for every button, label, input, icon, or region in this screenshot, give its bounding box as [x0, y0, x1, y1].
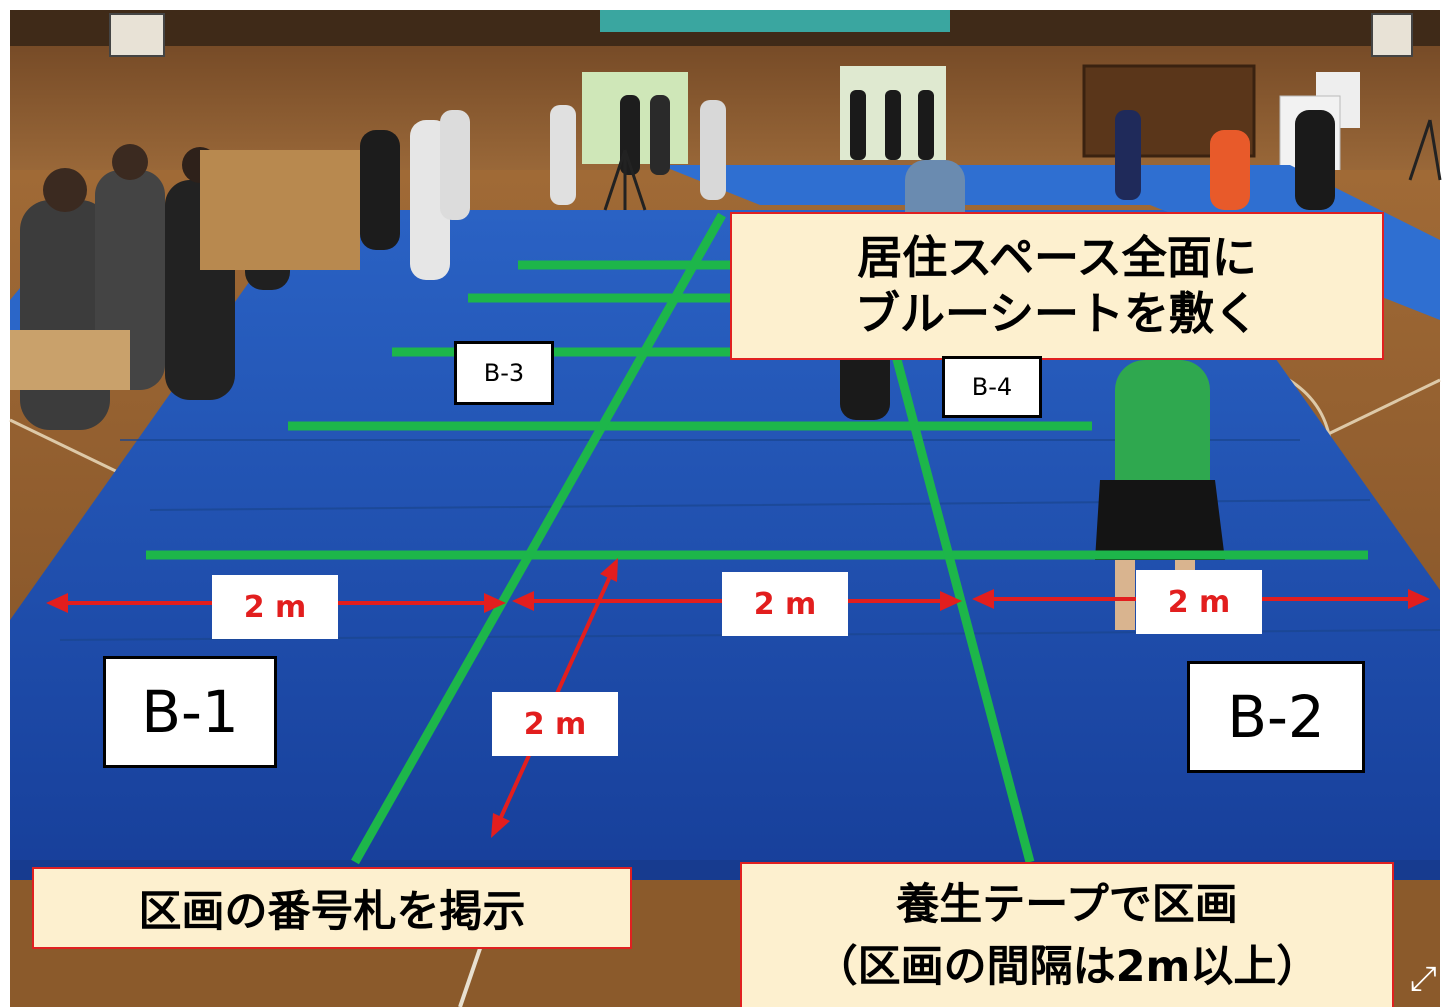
dimension-label-center: 2 m — [722, 572, 848, 636]
section-sign-b4-label: B-4 — [971, 373, 1013, 401]
tape-lines — [146, 212, 1368, 865]
section-sign-b3: B-3 — [454, 341, 554, 405]
callout-number-signs-text: 区画の番号札を掲示 — [138, 887, 526, 937]
callout-blue-sheet: 居住スペース全面に ブルーシートを敷く — [730, 212, 1384, 360]
dimension-label-center-text: 2 m — [753, 586, 817, 622]
callout-blue-sheet-line1: 居住スペース全面に — [857, 231, 1257, 284]
dimension-label-right-text: 2 m — [1167, 584, 1231, 620]
person-green-vest — [1095, 360, 1225, 630]
callout-blue-sheet-line2: ブルーシートを敷く — [854, 287, 1260, 340]
section-sign-b2-label: B-2 — [1227, 683, 1325, 751]
callout-number-signs: 区画の番号札を掲示 — [32, 867, 632, 949]
section-sign-b3-label: B-3 — [483, 359, 525, 387]
section-sign-b4: B-4 — [942, 356, 1042, 418]
backboard-right — [1371, 13, 1413, 57]
blue-tarp — [10, 210, 1440, 880]
section-sign-b1-label: B-1 — [141, 678, 239, 746]
callout-tape-line1: 養生テープで区画 — [896, 879, 1238, 930]
callout-tape: 養生テープで区画 （区画の間隔は2m以上） — [740, 862, 1394, 1007]
expand-icon[interactable]: ⤢ — [1409, 959, 1437, 999]
callout-tape-line2: （区画の間隔は2m以上） — [814, 941, 1320, 992]
section-sign-b1: B-1 — [103, 656, 277, 768]
backboard-left — [109, 13, 165, 57]
dimension-label-depth-text: 2 m — [523, 706, 587, 742]
people-back — [550, 90, 1335, 420]
dimension-label-right: 2 m — [1136, 570, 1262, 634]
section-sign-b2: B-2 — [1187, 661, 1365, 773]
dimension-label-left-text: 2 m — [243, 589, 307, 625]
dimension-label-depth: 2 m — [492, 692, 618, 756]
dimension-label-left: 2 m — [212, 575, 338, 639]
